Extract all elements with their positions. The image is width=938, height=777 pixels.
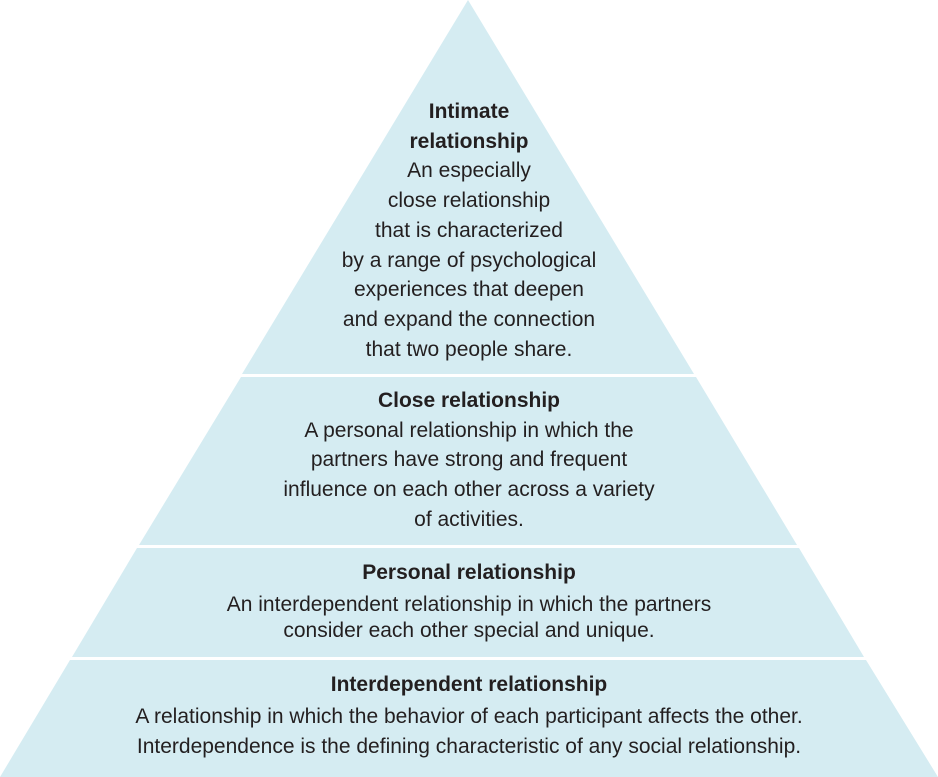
tier-interdependent-shape	[0, 660, 938, 777]
tier-interdependent-description-line: Interdependence is the defining characte…	[136, 734, 802, 758]
tier-close-description-line: partners have strong and frequent	[310, 448, 628, 472]
tier-intimate-description-line: that two people share.	[365, 337, 573, 361]
tier-close-title: Close relationship	[377, 389, 561, 412]
tier-intimate-description-line: An especially	[407, 159, 531, 183]
tier-interdependent-title: Interdependent relationship	[330, 673, 608, 696]
tier-personal-description-line: consider each other special and unique.	[283, 618, 655, 642]
tier-intimate-description-line: close relationship	[387, 189, 551, 213]
tier-close-description-line: of activities.	[414, 507, 524, 531]
tier-intimate-description-line: by a range of psychological	[341, 248, 597, 272]
tier-intimate-title-line: relationship	[409, 129, 529, 153]
tier-personal-shape	[72, 548, 864, 657]
tier-intimate: Intimate relationship An especially clos…	[0, 97, 938, 364]
tier-close-description-line: A personal relationship in which the	[304, 418, 634, 442]
tier-close-shape	[139, 377, 797, 545]
tier-personal-title: Personal relationship	[362, 561, 576, 584]
tier-interdependent-description-line: A relationship in which the behavior of …	[135, 704, 803, 728]
tier-close-description-line: influence on each other across a variety	[283, 478, 655, 502]
tier-intimate-description-line: that is characterized	[375, 218, 563, 242]
tier-intimate-description-line: experiences that deepen	[353, 278, 584, 302]
tier-personal-description-line: An interdependent relationship in which …	[226, 592, 712, 616]
tier-interdependent: Interdependent relationship A relationsh…	[0, 670, 938, 762]
tier-personal: Personal relationship An interdependent …	[0, 558, 938, 644]
tier-intimate-title-line: Intimate	[428, 100, 510, 123]
tier-close: Close relationship A personal relationsh…	[0, 386, 938, 535]
tier-intimate-shape	[242, 0, 694, 374]
tier-intimate-description-line: and expand the connection	[342, 307, 596, 331]
